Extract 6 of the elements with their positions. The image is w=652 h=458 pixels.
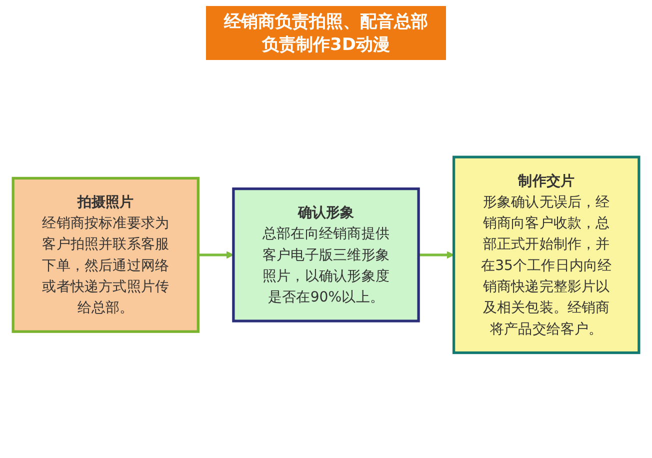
- arrow: [198, 251, 234, 259]
- node-box: 拍摄照片 经销商按标准要求为客户拍照并联系客服下单，然后通过网络或者快递方式照片传给总部。: [12, 176, 200, 333]
- node-box: 确认形象 总部在向经销商提供客户电子版三维形象照片，以确认形象度是否在90%以上。: [232, 188, 420, 322]
- arrow: [418, 251, 454, 259]
- node-box: 制作交片 形象确认无误后，经销商向客户收款，总部正式开始制作，并在35个工作日内向经销商快递完整影片以及相关包装。经销商将产品交给客户。: [452, 156, 640, 354]
- title-banner: 经销商负责拍照、配音总部负责制作3D动漫: [206, 6, 446, 60]
